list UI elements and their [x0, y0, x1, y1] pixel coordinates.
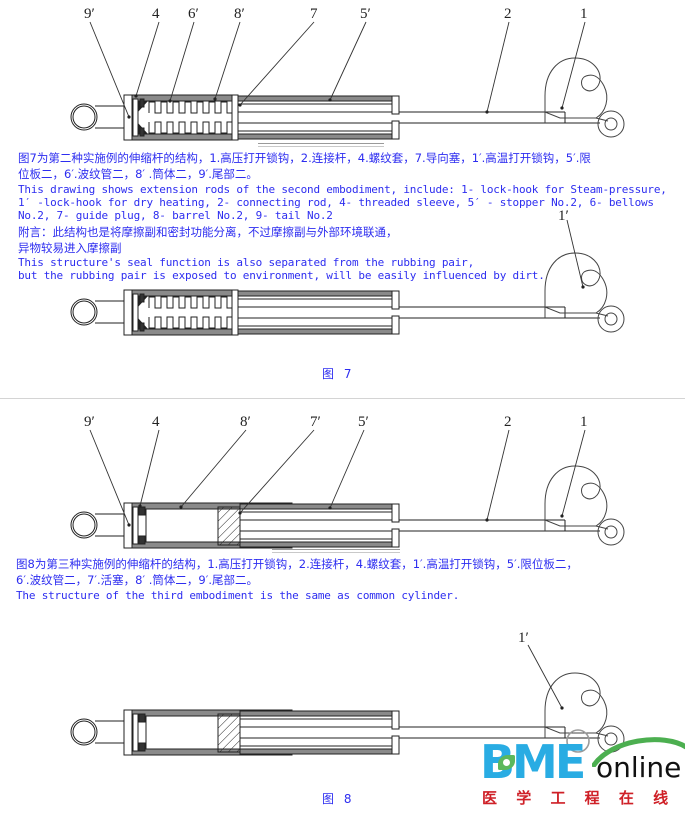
divider-top — [258, 143, 384, 144]
logo-chinese-text: 医 学 工 程 在 线 — [482, 789, 676, 807]
label-8p-fig8: 8′ — [240, 414, 251, 430]
hook-pivot-outer — [597, 110, 625, 138]
label-5p-fig7: 5′ — [360, 6, 371, 22]
label-4-fig7: 4 — [152, 6, 160, 22]
bellows-lower — [148, 121, 232, 134]
caption-figure7: 图 7 — [322, 367, 355, 381]
logo-brand-text: BME — [480, 735, 586, 789]
logo-online-text: online — [596, 751, 682, 784]
bellows-upper — [148, 296, 232, 309]
lock-hook-outline — [544, 57, 609, 123]
label-7p-fig8: 7′ — [310, 414, 321, 430]
label-1-fig8: 1 — [580, 414, 588, 430]
leaf-dot-icon — [503, 759, 510, 766]
tail-eyelet-inner — [72, 300, 96, 324]
divider-middle — [0, 398, 685, 399]
fig7-cn-line1: 图7为第二种实施例的伸缩杆的结构，1.高压打开锁钩，2.连接杆，4.螺纹套，7.… — [18, 151, 591, 165]
lock-hook-outline — [544, 252, 609, 318]
tail-eyelet-outer — [70, 511, 98, 539]
piston — [217, 506, 241, 546]
tail-eyelet-outer — [70, 103, 98, 131]
green-arc-icon — [592, 737, 685, 767]
divider-top-2 — [258, 146, 384, 147]
connecting-rod — [399, 306, 565, 319]
divider-fig8-2 — [272, 552, 400, 553]
label-2-fig7: 2 — [504, 6, 512, 22]
fig8-en-line1: The structure of the third embodiment is… — [16, 589, 460, 602]
bme-online-logo: BME online 医 学 工 程 在 线 — [472, 729, 685, 811]
tail-eyelet-outer — [70, 298, 98, 326]
fig7-note-en-line2: but the rubbing pair is exposed to envir… — [18, 269, 545, 282]
bellows-upper — [148, 101, 232, 114]
tail-eyelet-inner — [72, 105, 96, 129]
label-9p-fig8: 9′ — [84, 414, 95, 430]
connecting-rod — [399, 519, 565, 532]
label-2-fig8: 2 — [504, 414, 512, 430]
tail-eyelet-inner — [72, 513, 96, 537]
caption-figure8: 图 8 — [322, 792, 355, 806]
label-9p-fig7: 9′ — [84, 6, 95, 22]
label-1p-fig7-plain: 1′ — [558, 208, 569, 224]
drawing-figure8-labelled — [0, 408, 685, 558]
fig7-note-cn-line1: 附言：此结构也是将摩擦副和密封功能分离，不过摩擦副与外部环境联通， — [18, 225, 398, 239]
fig7-note-cn-line2: 异物较易进入摩擦副 — [18, 241, 122, 255]
fig7-en-line2: 1′ -lock-hook for dry heating, 2- connec… — [18, 196, 654, 209]
label-8p-fig7: 8′ — [234, 6, 245, 22]
ring-icon — [566, 729, 590, 753]
label-5p-fig8: 5′ — [358, 414, 369, 430]
hook-pivot-inner — [604, 117, 618, 131]
divider-fig8 — [272, 549, 400, 550]
label-1-fig7: 1 — [580, 6, 588, 22]
label-1p-fig8-plain: 1′ — [518, 630, 529, 646]
fig7-cn-line2: 位板二，6′.波纹管二，8′ .筒体二，9′.尾部二。 — [18, 167, 258, 181]
piston — [217, 713, 241, 753]
label-6p-fig7: 6′ — [188, 6, 199, 22]
drawing-figure8-plain — [0, 615, 685, 775]
fig7-en-line3: No.2, 7- guide plug, 8- barrel No.2, 9- … — [18, 209, 333, 222]
fig7-en-line1: This drawing shows extension rods of the… — [18, 183, 667, 196]
label-7-fig7: 7 — [310, 6, 318, 22]
connecting-rod — [399, 111, 565, 124]
drawing-figure7-labelled — [0, 0, 685, 150]
drawing-figure7-plain — [0, 195, 685, 355]
lock-hook-outline — [544, 465, 609, 531]
fig8-cn-line2: 6′.波纹管二，7′.活塞，8′ .筒体二，9′.尾部二。 — [16, 573, 258, 587]
fig8-cn-line1: 图8为第三种实施例的伸缩杆的结构，1.高压打开锁钩，2.连接杆，4.螺纹套，1′… — [16, 557, 578, 571]
label-4-fig8: 4 — [152, 414, 160, 430]
fig7-note-en-line1: This structure's seal function is also s… — [18, 256, 475, 269]
bellows-lower — [148, 316, 232, 329]
